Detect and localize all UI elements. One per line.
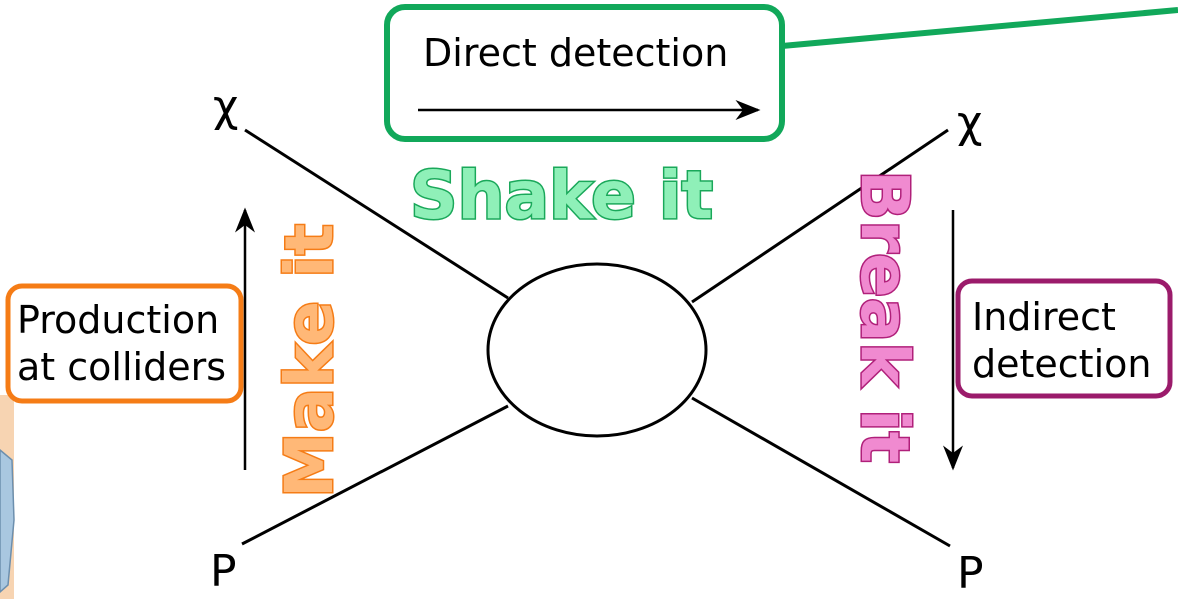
particle-label-top-right: χ xyxy=(957,97,982,148)
direct-detection-label: Direct detection xyxy=(423,31,728,75)
indirect-detection-label-line1: Indirect xyxy=(972,295,1116,339)
production-label-line2: at colliders xyxy=(17,345,226,389)
particle-label-bottom-left: P xyxy=(210,546,237,597)
feynman-line-bottom-right xyxy=(691,396,951,548)
production-label-line1: Production xyxy=(17,298,219,342)
feynman-line-bottom-left xyxy=(241,404,509,546)
indirect-detection-box: Indirect detection xyxy=(955,278,1173,399)
direct-detection-box: Direct detection xyxy=(384,4,785,142)
feynman-line-top-left xyxy=(244,128,509,300)
left-edge-figure xyxy=(0,395,15,599)
shake-it-caption: Shake it xyxy=(410,157,713,234)
connector-line xyxy=(781,7,1178,49)
interaction-vertex xyxy=(486,262,708,438)
make-it-caption: Make it xyxy=(271,224,348,498)
production-box: Production at colliders xyxy=(5,283,244,404)
particle-label-top-left: χ xyxy=(213,81,238,132)
break-it-caption: Break it xyxy=(846,170,923,463)
feynman-line-top-right xyxy=(691,128,949,304)
indirect-detection-label-line2: detection xyxy=(972,342,1151,386)
particle-label-bottom-right: P xyxy=(957,548,984,599)
